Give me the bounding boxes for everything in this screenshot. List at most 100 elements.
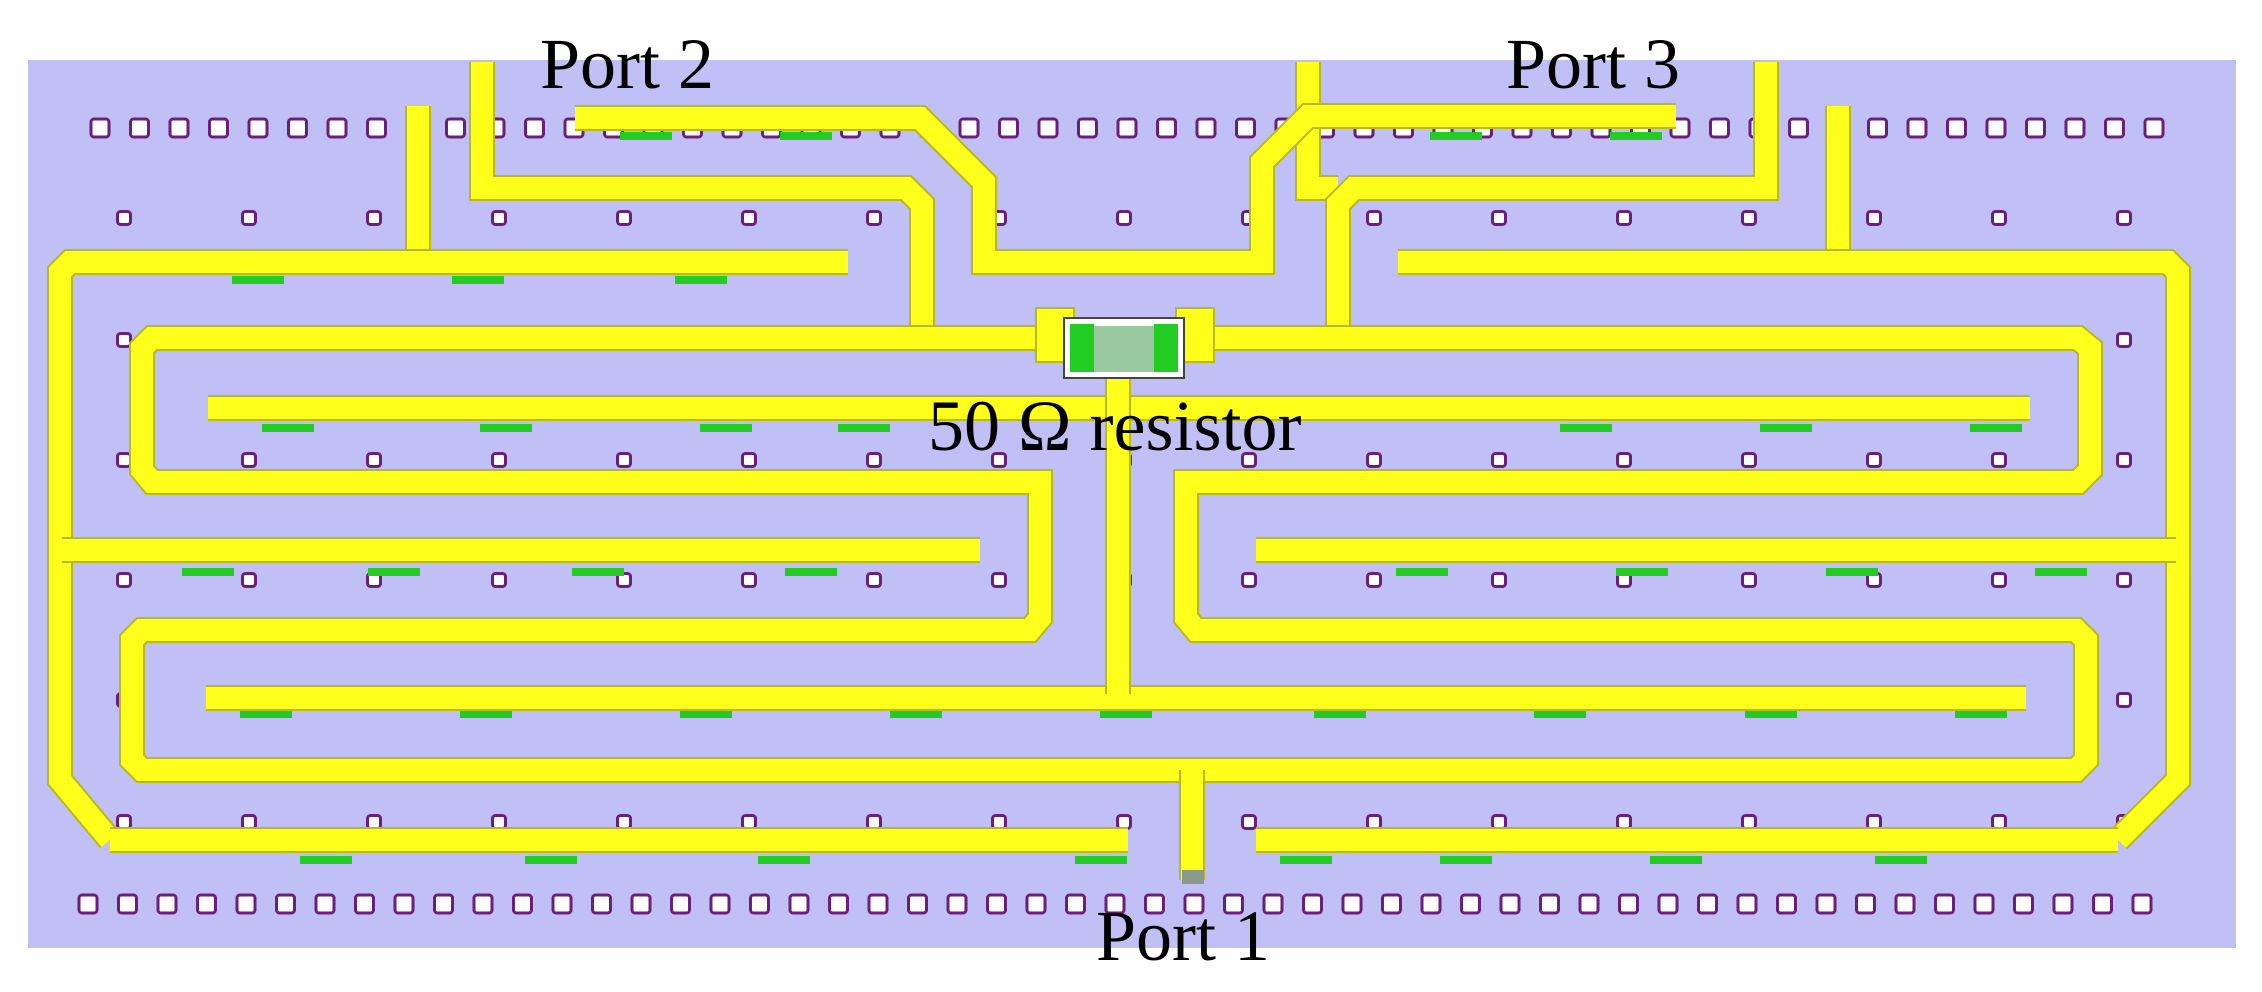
- via: [1116, 814, 1132, 830]
- via: [670, 893, 691, 915]
- ground-pad: [1875, 856, 1927, 864]
- via: [1104, 893, 1126, 915]
- via: [866, 814, 882, 830]
- via: [1985, 117, 2007, 139]
- via: [1077, 117, 1098, 139]
- port-1-pad: [1182, 870, 1204, 884]
- via: [2131, 893, 2153, 915]
- via: [1616, 210, 1632, 226]
- port-3-label: Port 3: [1506, 24, 1681, 104]
- via: [991, 572, 1007, 588]
- via: [1741, 210, 1757, 226]
- via: [828, 893, 849, 915]
- ground-pad: [1314, 710, 1366, 718]
- via: [1116, 210, 1132, 226]
- via: [958, 117, 980, 139]
- via: [491, 814, 507, 830]
- via: [1491, 572, 1507, 588]
- via: [616, 814, 632, 830]
- via: [2116, 572, 2132, 588]
- via: [2116, 210, 2132, 226]
- ground-pad: [1760, 424, 1812, 432]
- via: [1262, 893, 1284, 915]
- via: [591, 893, 612, 915]
- via: [1741, 572, 1757, 588]
- ground-pad: [480, 424, 532, 432]
- ground-pad: [1970, 424, 2022, 432]
- via: [1973, 893, 1995, 915]
- via: [2064, 117, 2086, 139]
- via: [472, 893, 494, 915]
- via: [1366, 572, 1382, 588]
- via: [1235, 117, 1256, 139]
- via: [741, 210, 757, 226]
- via: [1709, 117, 1730, 139]
- via: [117, 893, 138, 915]
- via: [241, 814, 257, 830]
- via: [1991, 572, 2007, 588]
- ground-pad: [525, 856, 577, 864]
- via: [986, 893, 1007, 915]
- via: [1539, 893, 1560, 915]
- via: [393, 893, 415, 915]
- via: [866, 452, 882, 468]
- via: [366, 452, 382, 468]
- via: [241, 452, 257, 468]
- via: [1241, 572, 1257, 588]
- via: [1116, 117, 1138, 139]
- via: [326, 117, 348, 139]
- ground-pad: [675, 276, 727, 284]
- via: [208, 117, 229, 139]
- via: [998, 117, 1019, 139]
- microstrip-trace: [121, 327, 2101, 781]
- ground-pad: [368, 568, 420, 576]
- ground-pad: [1534, 710, 1586, 718]
- via: [354, 893, 375, 915]
- via: [1366, 814, 1382, 830]
- via: [1736, 893, 1758, 915]
- via: [616, 452, 632, 468]
- via: [491, 210, 507, 226]
- via: [491, 452, 507, 468]
- ground-pad: [2035, 568, 2087, 576]
- ground-pad: [1430, 132, 1482, 140]
- via: [867, 893, 889, 915]
- microstrip-trace: [49, 251, 848, 848]
- via: [1815, 893, 1837, 915]
- via: [946, 893, 968, 915]
- via: [616, 210, 632, 226]
- via: [741, 814, 757, 830]
- via: [235, 893, 257, 915]
- via: [445, 117, 466, 139]
- via: [2116, 452, 2132, 468]
- via: [1223, 893, 1244, 915]
- ground-pad: [758, 856, 810, 864]
- via: [129, 117, 150, 139]
- via: [1241, 814, 1257, 830]
- via: [1741, 814, 1757, 830]
- via: [1037, 117, 1059, 139]
- via: [1491, 210, 1507, 226]
- via: [1491, 452, 1507, 468]
- ground-pad: [1280, 856, 1332, 864]
- via: [314, 893, 336, 915]
- via: [2143, 117, 2165, 139]
- via: [366, 210, 382, 226]
- via: [551, 893, 573, 915]
- via: [366, 117, 387, 139]
- via: [512, 893, 533, 915]
- ground-pad: [182, 568, 234, 576]
- via: [709, 893, 731, 915]
- via: [630, 893, 652, 915]
- via: [1381, 893, 1402, 915]
- via: [1866, 452, 1882, 468]
- via: [116, 332, 132, 348]
- via: [1946, 117, 1967, 139]
- via: [1776, 893, 1797, 915]
- via: [524, 117, 545, 139]
- via: [866, 210, 882, 226]
- via: [1341, 893, 1363, 915]
- ground-pad: [680, 710, 732, 718]
- via: [241, 210, 257, 226]
- ground-pad: [700, 424, 752, 432]
